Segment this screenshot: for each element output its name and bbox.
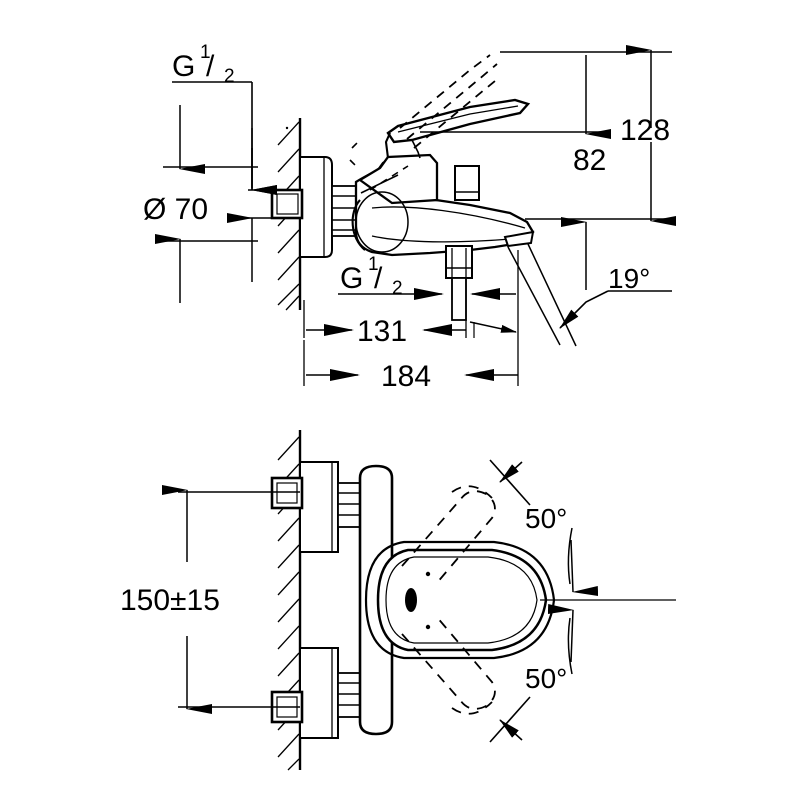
escutcheon-top [299,156,333,258]
dim-131 [303,300,467,338]
label-19-degree: 19° [608,263,650,294]
lever-handle-raised-dashed [399,54,501,149]
dim-128 [525,45,676,226]
lever-handle-bottom [364,540,556,660]
lever-handle-swing-up-dashed [401,485,496,585]
escutcheon-lower-bottom [270,647,361,739]
g-half-upper-numerator: 1 [200,42,211,63]
outlet-spigot-top [445,245,473,321]
dim-g-half-upper [172,81,277,195]
label-g-half-lower: G 1 / 2 [340,254,403,299]
handle-pivot-hint [349,139,409,191]
lever-handle-top [384,98,531,159]
mixer-body-top [351,153,535,257]
label-128: 128 [620,114,670,147]
g-half-upper-slash: / [206,50,215,83]
g-half-lower-prefix: G [340,262,363,295]
dim-19-degree-leader [507,243,672,347]
dim-diameter-70 [155,105,290,303]
label-131: 131 [357,315,407,348]
label-diameter-70: Ø 70 [143,193,208,226]
g-half-lower-slash: / [374,262,383,295]
dim-184 [303,250,519,386]
dim-82 [420,51,611,290]
g-half-lower-numerator: 1 [368,254,379,275]
g-half-upper-prefix: G [172,50,195,83]
dim-150-pm-15 [162,485,300,714]
escutcheon-upper-bottom [270,461,361,553]
bottom-view-group [162,430,676,771]
inlet-connector-top [270,188,304,220]
dim-nose-detail [469,321,517,338]
label-50-degree-lower: 50° [525,663,567,694]
dim-g-half-lower [338,248,516,300]
g-half-lower-denominator: 2 [392,278,403,299]
label-50-degree-upper: 50° [525,503,567,534]
dim-50-lower [489,604,574,743]
dim-50-upper [489,459,599,597]
lever-handle-swing-down-dashed [401,615,496,715]
label-184: 184 [381,360,431,393]
label-150-pm-15: 150±15 [120,584,220,617]
spout-tip-top [503,230,535,248]
label-g-half-upper: G 1 / 2 [172,42,235,87]
top-view-group [155,45,676,386]
g-half-upper-denominator: 2 [224,66,235,87]
label-82: 82 [573,144,606,177]
diverter-knob-top [454,165,480,201]
